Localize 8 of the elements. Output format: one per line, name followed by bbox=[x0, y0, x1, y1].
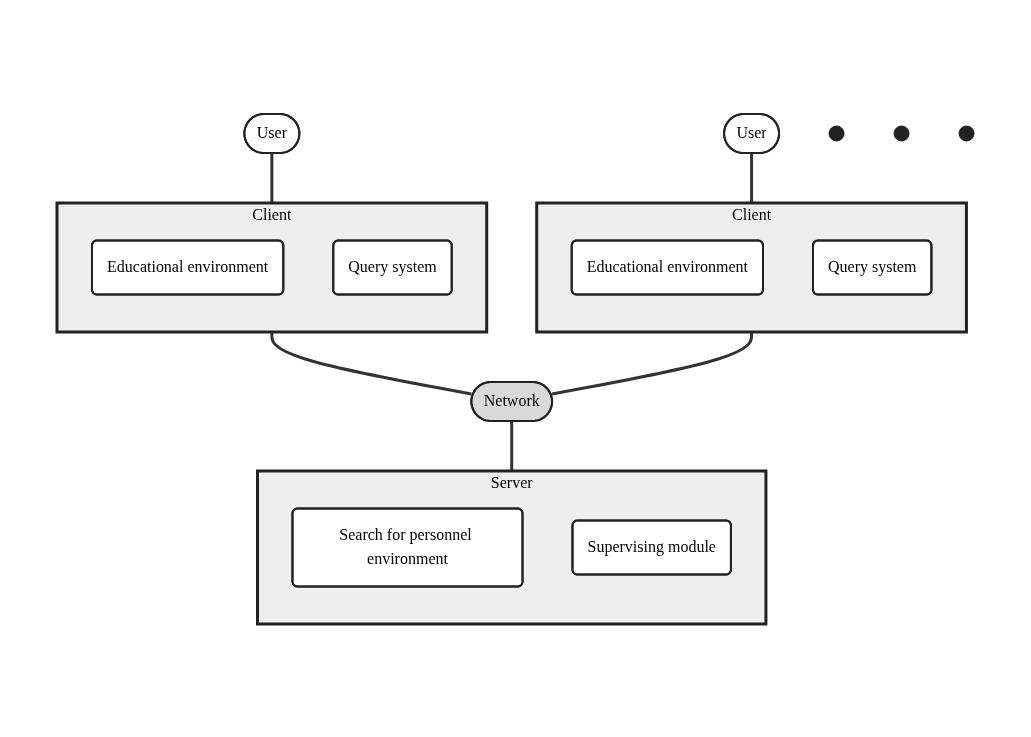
node-circle bbox=[958, 125, 975, 141]
connector bbox=[750, 152, 754, 203]
node-circle bbox=[893, 125, 910, 141]
connector bbox=[510, 420, 514, 471]
connector bbox=[270, 331, 472, 395]
connector bbox=[270, 152, 274, 203]
connector bbox=[551, 331, 754, 395]
node-circle bbox=[828, 125, 845, 141]
